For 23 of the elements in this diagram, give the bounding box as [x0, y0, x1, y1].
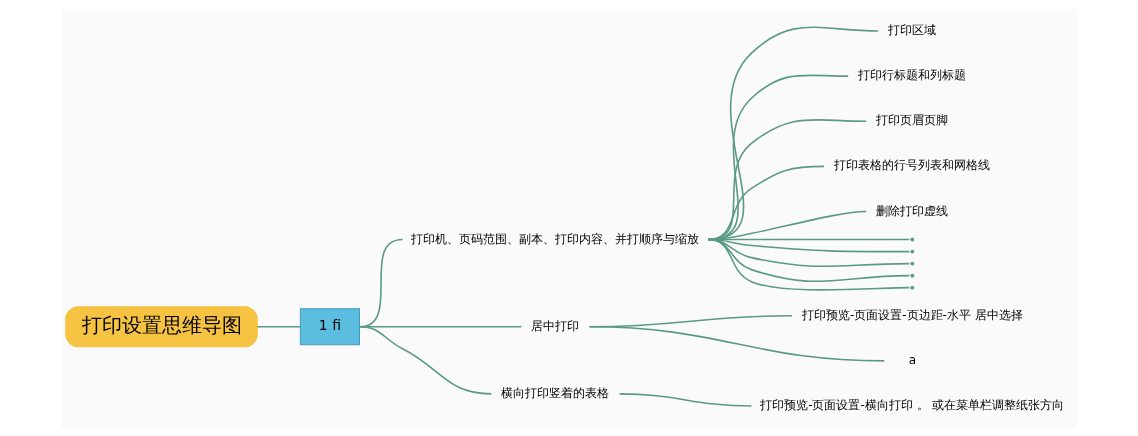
node-point	[909, 249, 914, 253]
connector	[618, 392, 752, 407]
node-text: 删除打印虚线	[875, 203, 948, 218]
connector	[255, 325, 301, 328]
connector	[588, 325, 885, 362]
node-text: 打印表格的行号列表和网格线	[833, 157, 990, 172]
connector	[358, 325, 492, 395]
node-text: 打印页眉页脚	[875, 112, 948, 127]
node-text: 打印行标题和列标题	[857, 67, 966, 82]
node-text: 打印预览-页面设置-横向打印 。 或在菜单栏调整纸张方向	[759, 397, 1064, 412]
node-box: 1 fi	[299, 307, 360, 345]
node-point	[909, 285, 914, 290]
node-box: 打印设置思维导图	[64, 305, 258, 347]
node-text: 打印区域	[887, 22, 936, 37]
node-point	[909, 237, 914, 241]
node-text: 居中打印	[530, 318, 579, 333]
connector	[707, 238, 910, 291]
node-text: 横向打印竖着的表格	[500, 385, 609, 400]
node-text: a	[908, 352, 916, 367]
node-text: 打印机、页码范围、副本、打印内容、并打顺序与缩放	[410, 231, 699, 246]
node-point	[909, 261, 914, 266]
node-text: 打印预览-页面设置-页边距-水平 居中选择	[801, 307, 1023, 322]
node-point	[909, 273, 914, 278]
